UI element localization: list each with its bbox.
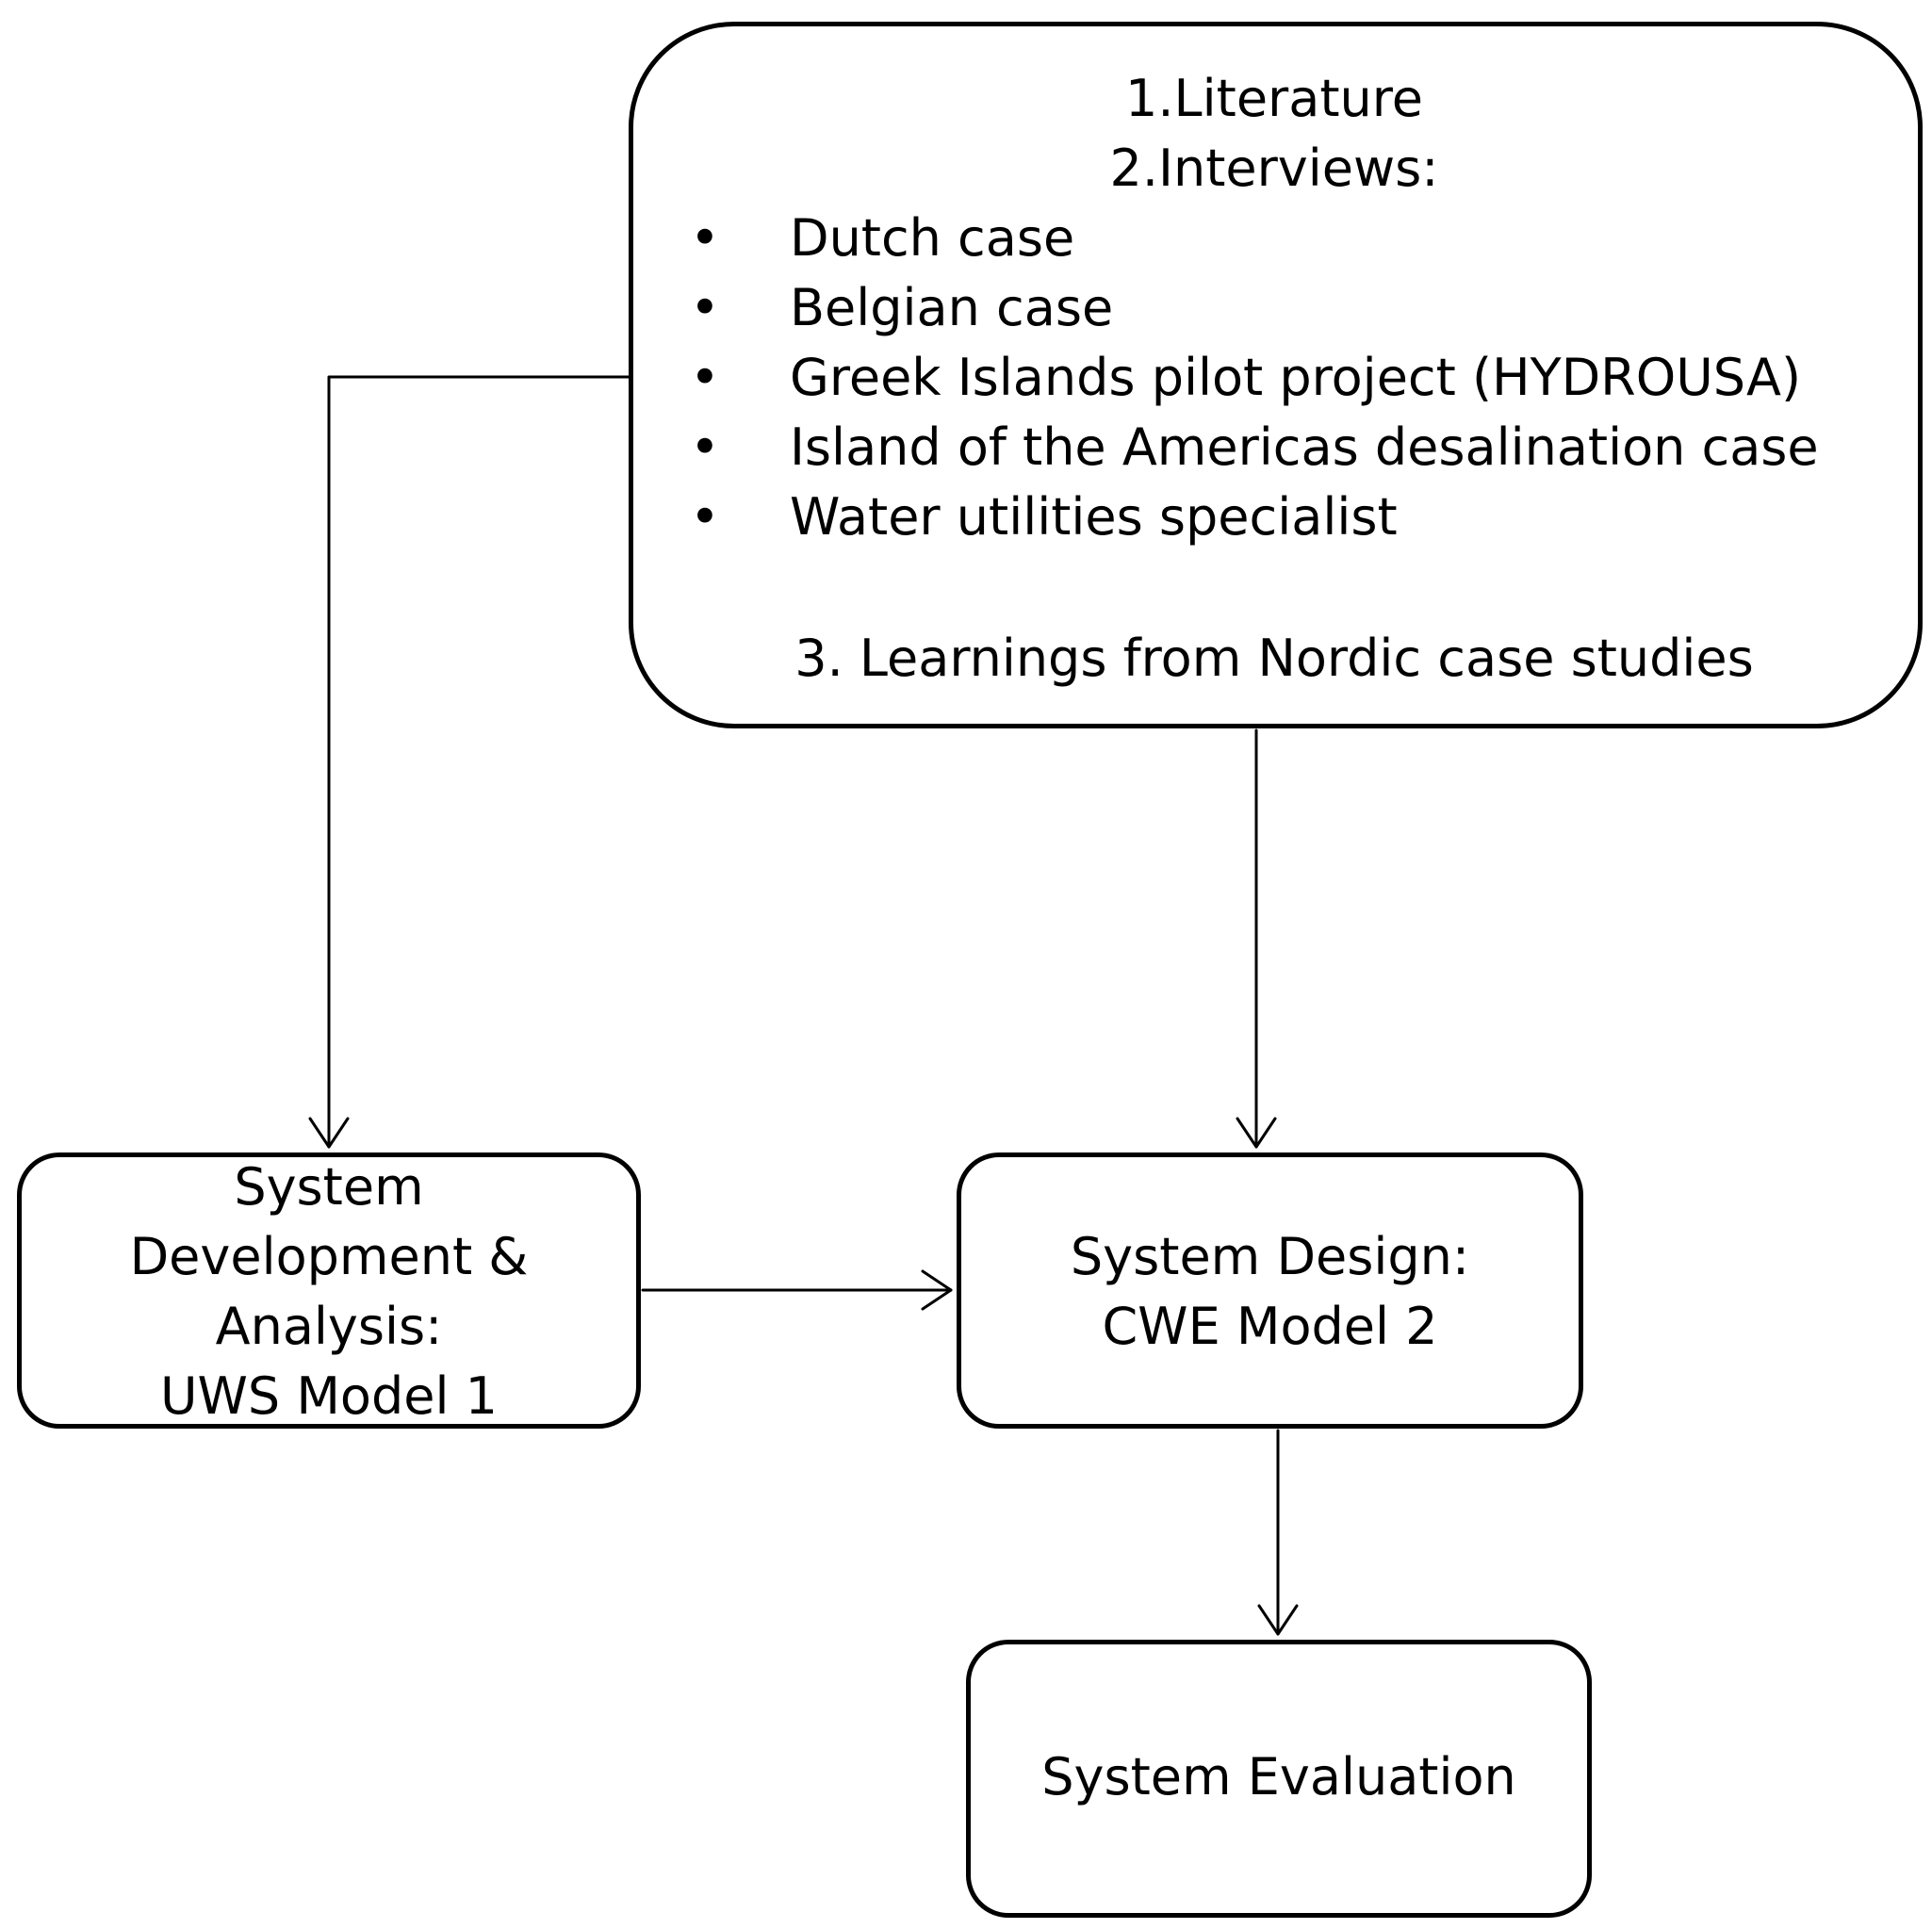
bullet-item-greek: Greek Islands pilot project (HYDROUSA) [790, 348, 1802, 407]
uws-model-box [17, 1152, 641, 1429]
edge-sources-to-uws [327, 375, 630, 1149]
nordic-learnings-label: 3. Learnings from Nordic case studies [794, 629, 1754, 688]
bullet-marker: • [690, 417, 720, 477]
bullet-item-specialist: Water utilities specialist [790, 487, 1398, 547]
arrowhead-cwe-from-sources [1236, 1117, 1277, 1149]
bullet-item-americas: Island of the Americas desalination case [790, 417, 1819, 477]
cwe-model-box [957, 1152, 1583, 1429]
interviews-label: 2.Interviews: [1109, 139, 1439, 198]
uws-line-2: Development & [129, 1227, 529, 1286]
bullet-marker: • [690, 278, 720, 337]
arrowhead-cwe-from-uws [921, 1269, 953, 1311]
literature-label: 1.Literature [1125, 69, 1423, 128]
bullet-item-dutch: Dutch case [790, 208, 1075, 268]
cwe-line-2: CWE Model 2 [1102, 1297, 1438, 1356]
arrowhead-eval [1257, 1604, 1299, 1636]
cwe-line-1: System Design: [1070, 1227, 1470, 1286]
sources-box [629, 22, 1923, 728]
uws-line-4: UWS Model 1 [159, 1366, 498, 1426]
bullet-marker: • [690, 487, 720, 547]
system-evaluation-box [966, 1640, 1592, 1918]
uws-line-3: Analysis: [215, 1297, 443, 1356]
system-evaluation-label: System Evaluation [1041, 1747, 1516, 1806]
uws-line-1: System [234, 1157, 424, 1217]
bullet-marker: • [690, 208, 720, 268]
arrowhead-uws [308, 1117, 350, 1149]
bullet-marker: • [690, 348, 720, 407]
bullet-item-belgian: Belgian case [790, 278, 1114, 337]
